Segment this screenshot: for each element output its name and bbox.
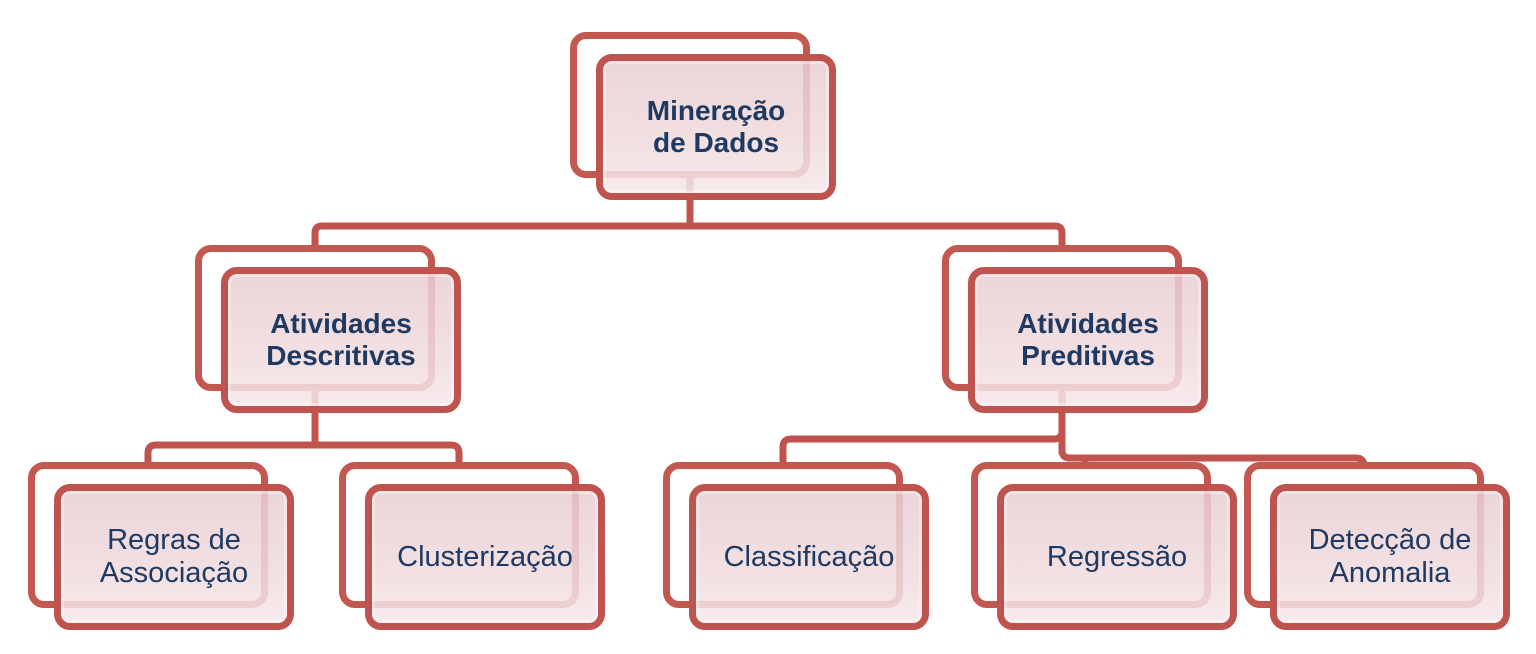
node-label: Regressão xyxy=(1046,540,1188,573)
node-clusterizacao: Clusterização xyxy=(339,462,605,630)
node-front-card: Regressão xyxy=(997,484,1237,630)
node-front-card: Mineração de Dados xyxy=(596,54,836,200)
node-front-card: Atividades Descritivas xyxy=(221,267,461,413)
node-deteccao-de-anomalia: Detecção de Anomalia xyxy=(1244,462,1510,630)
node-front-card: Atividades Preditivas xyxy=(968,267,1208,413)
node-regressao: Regressão xyxy=(971,462,1237,630)
node-atividades-descritivas: Atividades Descritivas xyxy=(195,245,461,413)
node-label: Regras de Associação xyxy=(99,524,249,589)
node-label: Clusterização xyxy=(397,540,573,573)
node-front-card: Classificação xyxy=(689,484,929,630)
node-atividades-preditivas: Atividades Preditivas xyxy=(942,245,1208,413)
node-label: Atividades Preditivas xyxy=(1017,308,1159,371)
node-label: Mineração de Dados xyxy=(646,95,786,158)
node-label: Classificação xyxy=(723,540,895,573)
node-front-card: Detecção de Anomalia xyxy=(1270,484,1510,630)
node-regras-de-associacao: Regras de Associação xyxy=(28,462,294,630)
node-classificacao: Classificação xyxy=(663,462,929,630)
node-mineracao-de-dados: Mineração de Dados xyxy=(570,32,836,200)
node-front-card: Clusterização xyxy=(365,484,605,630)
node-label: Detecção de Anomalia xyxy=(1308,524,1472,589)
node-front-card: Regras de Associação xyxy=(54,484,294,630)
node-label: Atividades Descritivas xyxy=(266,308,416,371)
